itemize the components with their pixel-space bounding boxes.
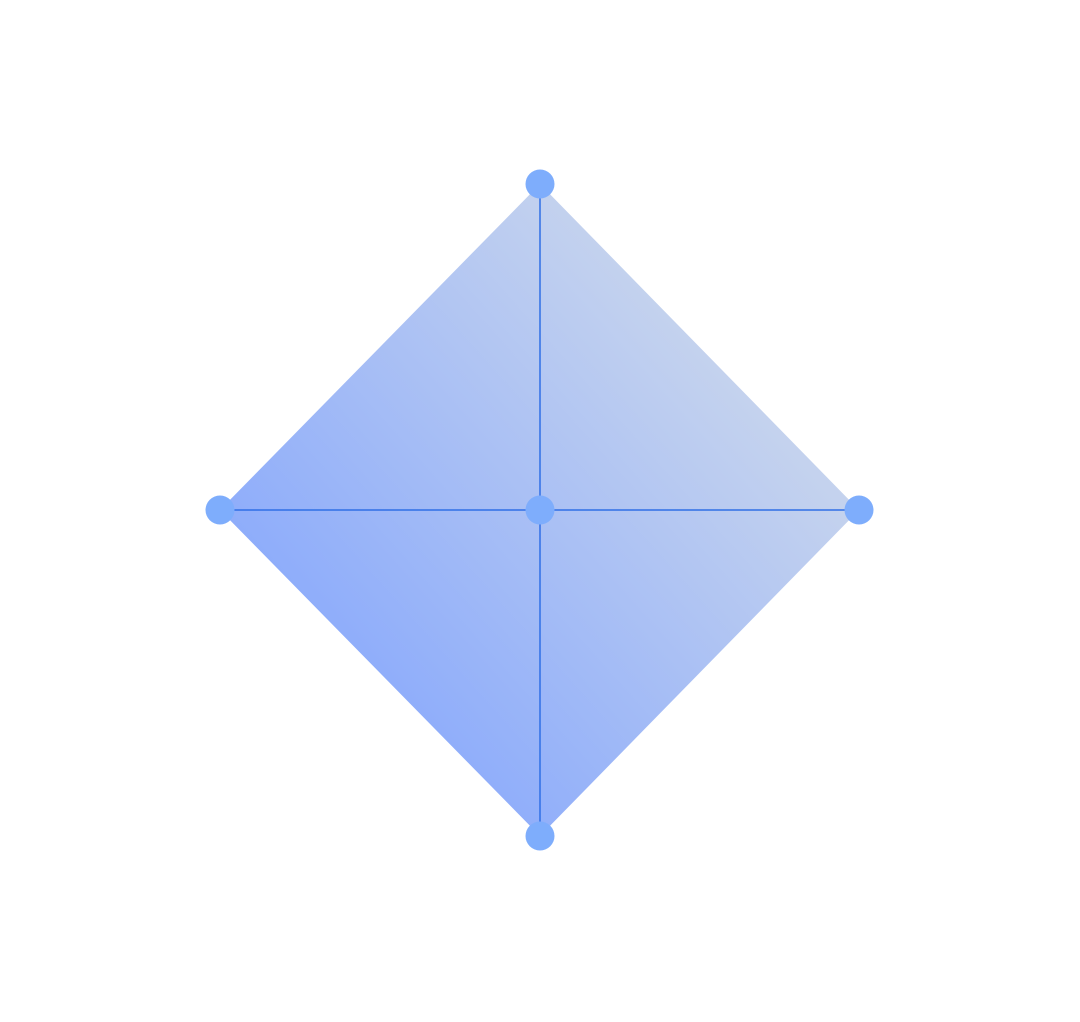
vertices-layer bbox=[205, 169, 874, 851]
edges-layer bbox=[220, 184, 859, 836]
vertex-right-handle[interactable] bbox=[844, 495, 874, 525]
vertex-center-handle[interactable] bbox=[525, 495, 555, 525]
vertex-top-handle[interactable] bbox=[525, 169, 555, 199]
vertex-left-handle[interactable] bbox=[205, 495, 235, 525]
vertex-bottom-handle[interactable] bbox=[525, 821, 555, 851]
